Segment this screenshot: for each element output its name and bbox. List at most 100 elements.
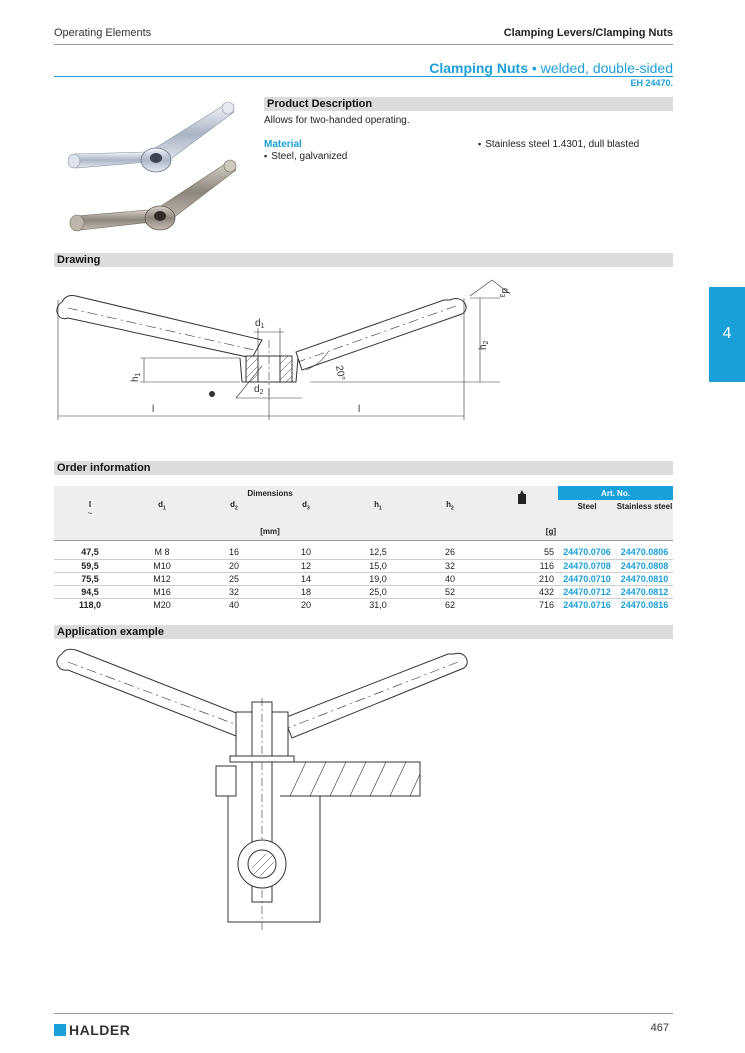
dimensions-header: Dimensions [247, 488, 293, 498]
cell-h1: 19,0 [369, 573, 387, 584]
cell-d3: 10 [300, 547, 311, 558]
table-row: 118,0 M20 40 20 31,0 62 716 24470.0716 24470.081… [54, 598, 673, 611]
halder-logo-icon [54, 1024, 66, 1036]
cell-h2: 32 [444, 560, 455, 571]
cell-stainless-artno: 24470.0816 [620, 599, 669, 610]
cell-steel-artno: 24470.0710 [563, 573, 611, 584]
cell-h1: 15,0 [369, 560, 387, 571]
cell-h1: 25,0 [369, 586, 387, 597]
cell-h2: 62 [444, 599, 455, 610]
col-stainless: Stainless steel [616, 500, 673, 524]
weight-icon [518, 490, 526, 504]
cell-h1: 31,0 [369, 599, 387, 610]
cell-stainless-artno: 24470.0812 [620, 586, 669, 597]
title-sub: welded, double-sided [540, 60, 673, 76]
product-photos [67, 101, 237, 232]
cell-weight: 210 [538, 573, 554, 584]
app-base [227, 796, 321, 923]
art-no-header: Art. No. [558, 486, 673, 500]
cell-stainless-artno: 24470.0806 [620, 547, 669, 558]
cell-d2: 16 [228, 547, 239, 558]
col-d2: d2 [230, 500, 238, 512]
cell-d2: 20 [228, 560, 239, 571]
cell-d1: M16 [153, 586, 171, 597]
order-table: Dimensions Art. No. l~ d1 d2 d3 h1 h2 St… [54, 486, 673, 611]
chapter-number: 4 [722, 325, 732, 342]
product-description-text: Allows for two-handed operating. [264, 115, 410, 126]
product-code: EH 24470. [630, 78, 673, 88]
chapter-tab: 4 [709, 287, 745, 382]
material-label: Material [264, 139, 302, 150]
galvanized-nut-photo [67, 101, 235, 173]
technical-drawing: d1 d2 d3 h1 h2 20° l l [56, 279, 511, 420]
col-h1: h1 [374, 500, 382, 512]
label-h2: h2 [478, 340, 490, 350]
col-l: l~ [87, 500, 93, 518]
cell-d3: 14 [300, 573, 311, 584]
label-h1: h1 [130, 372, 142, 382]
cell-steel-artno: 24470.0708 [563, 560, 611, 571]
cell-weight: 55 [543, 547, 554, 558]
left-lever [56, 295, 263, 359]
product-description-heading: Product Description [264, 97, 673, 111]
label-l-left: l [152, 404, 154, 415]
cell-d1: M20 [153, 599, 171, 610]
cell-h2: 40 [444, 573, 455, 584]
table-row: 47,5 M 8 16 10 12,5 26 55 24470.0706 24470.0806 [54, 546, 673, 559]
cell-l: 59,5 [81, 560, 99, 571]
col-steel: Steel [558, 500, 616, 524]
cell-l: 118,0 [78, 599, 102, 610]
cell-steel-artno: 24470.0716 [563, 599, 611, 610]
unit-mm: [mm] [260, 527, 280, 537]
label-l-right: l [358, 404, 360, 415]
page-number: 467 [650, 1022, 669, 1034]
order-information-heading: Order information [54, 461, 673, 475]
footer-rule [54, 1013, 673, 1014]
label-d2: d2 [254, 384, 264, 396]
cell-l: 75,5 [81, 573, 99, 584]
cell-d1: M10 [153, 560, 171, 571]
label-d1: d1 [255, 318, 265, 330]
cell-d3: 12 [300, 560, 311, 571]
order-rows: 47,5 M 8 16 10 12,5 26 55 24470.0706 24470.0806 5… [54, 546, 673, 611]
cell-stainless-artno: 24470.0810 [620, 573, 669, 584]
app-washer [229, 755, 295, 763]
label-d3: d3 [498, 288, 510, 298]
cell-d1: M12 [153, 573, 171, 584]
cell-weight: 716 [538, 599, 554, 610]
halder-logo: HALDER [54, 1022, 130, 1038]
cell-d2: 25 [228, 573, 239, 584]
cell-l: 94,5 [81, 586, 99, 597]
cell-h2: 26 [444, 547, 455, 558]
app-right-lever [283, 652, 468, 739]
unit-g: [g] [545, 527, 556, 537]
weight-header [486, 486, 558, 524]
material-stainless: Stainless steel 1.4301, dull blasted [478, 139, 639, 150]
cell-h1: 12,5 [369, 547, 387, 558]
cell-l: 47,5 [81, 547, 99, 558]
col-h2: h2 [446, 500, 454, 512]
cell-d1: M 8 [154, 547, 170, 558]
label-angle: 20° [333, 365, 346, 382]
col-d1: d1 [158, 500, 166, 512]
cell-stainless-artno: 24470.0808 [620, 560, 669, 571]
right-lever [295, 298, 467, 371]
cell-steel-artno: 24470.0712 [563, 586, 611, 597]
cell-d3: 20 [300, 599, 311, 610]
app-workpiece [280, 761, 421, 797]
col-d3: d3 [302, 500, 310, 512]
header-rule [54, 44, 673, 45]
cell-d2: 40 [228, 599, 239, 610]
weld-symbol-icon [209, 391, 215, 397]
cell-d2: 32 [228, 586, 239, 597]
cell-weight: 432 [538, 586, 554, 597]
page-title: Clamping Nuts • welded, double-sided [429, 60, 673, 76]
application-drawing [56, 648, 468, 932]
title-rule [54, 76, 673, 77]
drawing-heading: Drawing [54, 253, 673, 267]
title-bullet: • [531, 60, 537, 76]
header-section-name: Operating Elements [54, 27, 152, 39]
cell-steel-artno: 24470.0706 [563, 547, 611, 558]
